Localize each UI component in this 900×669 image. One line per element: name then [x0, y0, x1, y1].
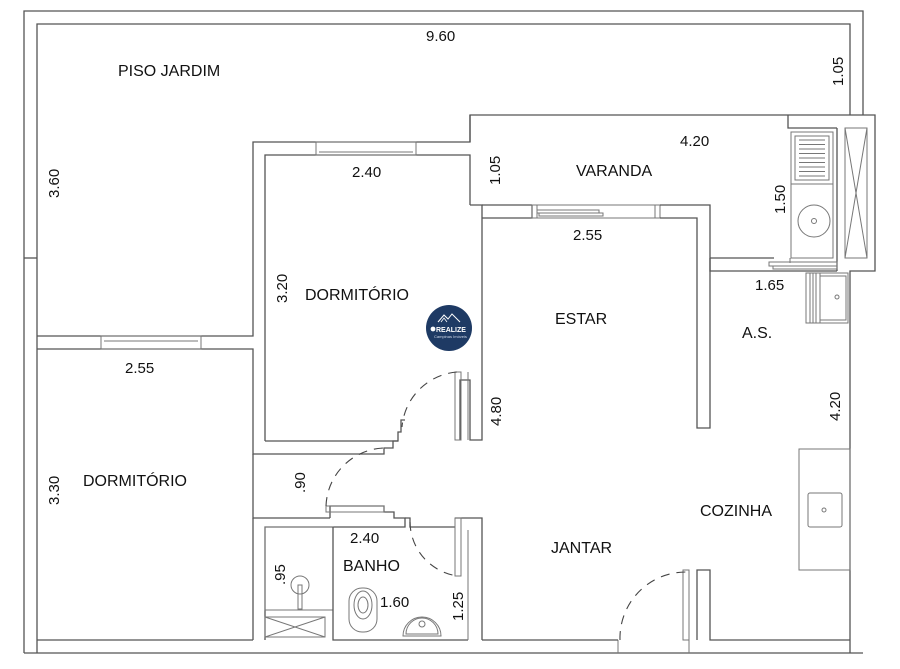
- washing-machine-icon: [790, 131, 834, 185]
- bathroom-sink-icon: [402, 616, 442, 637]
- logo-name: REALIZE: [436, 327, 466, 334]
- window-dormitorio-2: [100, 335, 202, 350]
- dim-varanda-depth: 1.05: [487, 156, 504, 185]
- dim-estar-window: 2.55: [573, 227, 602, 244]
- room-label-banho: BANHO: [343, 558, 400, 575]
- window-dormitorio-1: [315, 141, 417, 156]
- dim-varanda-side: 1.50: [772, 185, 789, 214]
- logo-subtitle: Campinas Imóveis: [434, 334, 467, 339]
- dim-piso-jardim-depth-left: 3.60: [46, 169, 63, 198]
- service-walls: [709, 114, 876, 653]
- dim-door-width: .90: [292, 472, 309, 493]
- realize-logo: REALIZE Campinas Imóveis: [426, 305, 472, 351]
- dim-dormitorio-2-depth: 3.30: [46, 476, 63, 505]
- dim-as-width: 1.65: [755, 277, 784, 294]
- shaft-icon: [844, 127, 868, 259]
- dim-varanda-width: 4.20: [680, 133, 709, 150]
- dim-banho-box: .95: [272, 564, 289, 585]
- dim-piso-jardim-depth-right: 1.05: [830, 57, 847, 86]
- room-label-jantar: JANTAR: [551, 540, 612, 557]
- room-label-dormitorio-2: DORMITÓRIO: [83, 471, 187, 490]
- room-label-as: A.S.: [742, 325, 772, 342]
- dim-piso-jardim-width: 9.60: [426, 28, 455, 45]
- estar-walls: [459, 204, 711, 441]
- garden-walls: [37, 114, 788, 441]
- toilet-icon: [348, 587, 378, 633]
- room-label-dormitorio-1: DORMITÓRIO: [305, 285, 409, 304]
- door-dormitorio-1[interactable]: [401, 371, 469, 441]
- dim-banho-width: 2.40: [350, 530, 379, 547]
- outer-walls: [23, 10, 864, 654]
- room-label-varanda: VARANDA: [576, 163, 652, 180]
- room-label-piso-jardim: PISO JARDIM: [118, 63, 220, 80]
- dim-banho-depth: 1.60: [380, 594, 409, 611]
- dim-banho-side: 1.25: [450, 592, 467, 621]
- room-label-estar: ESTAR: [555, 311, 607, 328]
- shower-icon: [290, 575, 310, 610]
- door-dormitorio-2[interactable]: [325, 447, 386, 513]
- door-entrance[interactable]: [482, 569, 850, 653]
- water-heater-icon: [790, 183, 834, 259]
- dim-cozinha-depth: 4.20: [827, 392, 844, 421]
- door-banho[interactable]: [409, 517, 462, 577]
- dim-dormitorio-2-width: 2.55: [125, 360, 154, 377]
- dormitorio-1-walls: [252, 419, 405, 455]
- dim-estar-depth: 4.80: [488, 397, 505, 426]
- dim-dormitorio-1-depth: 3.20: [274, 274, 291, 303]
- kitchen-counter-icon: [798, 448, 851, 571]
- dim-dormitorio-1-width: 2.40: [352, 164, 381, 181]
- laundry-tank-icon: [805, 272, 849, 324]
- room-label-cozinha: COZINHA: [700, 503, 772, 520]
